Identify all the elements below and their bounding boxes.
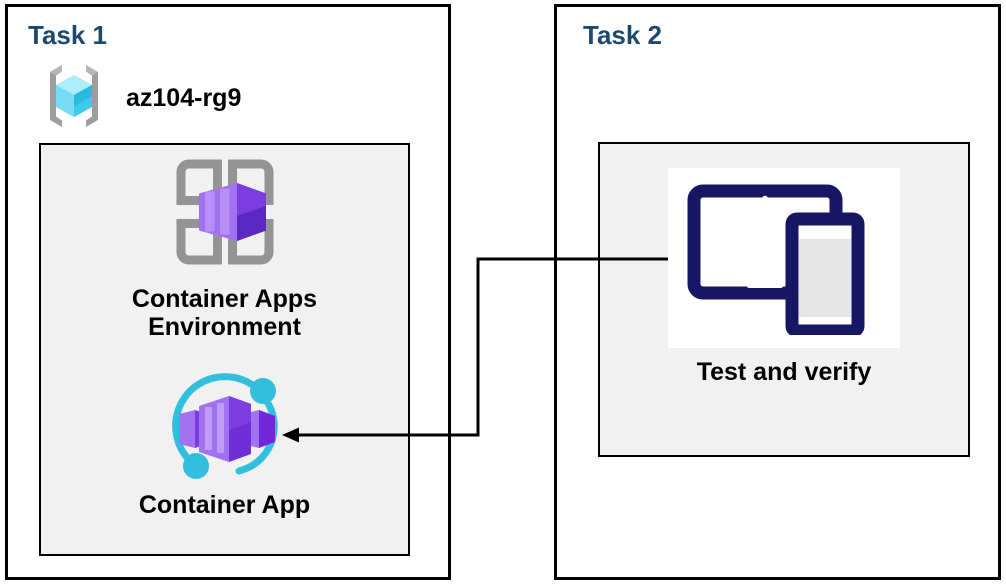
container-apps-environment-icon [163, 150, 287, 279]
task-1-title: Task 1 [28, 20, 108, 50]
resource-group-icon [36, 58, 112, 139]
test-and-verify-label: Test and verify [696, 358, 872, 386]
test-devices-icon [684, 177, 884, 340]
task-2-title: Task 2 [583, 20, 663, 50]
node-container-apps-environment[interactable]: Container Apps Environment [39, 150, 410, 341]
node-container-app[interactable]: Container App [39, 370, 410, 519]
test-devices-tile [668, 168, 900, 348]
container-app-label: Container App [138, 491, 311, 519]
resource-group-label: az104-rg9 [126, 84, 242, 112]
resource-group-row: az104-rg9 [36, 58, 241, 139]
container-app-icon [159, 370, 291, 487]
node-test-and-verify[interactable]: Test and verify [598, 168, 970, 386]
container-apps-environment-label: Container Apps Environment [131, 285, 318, 341]
